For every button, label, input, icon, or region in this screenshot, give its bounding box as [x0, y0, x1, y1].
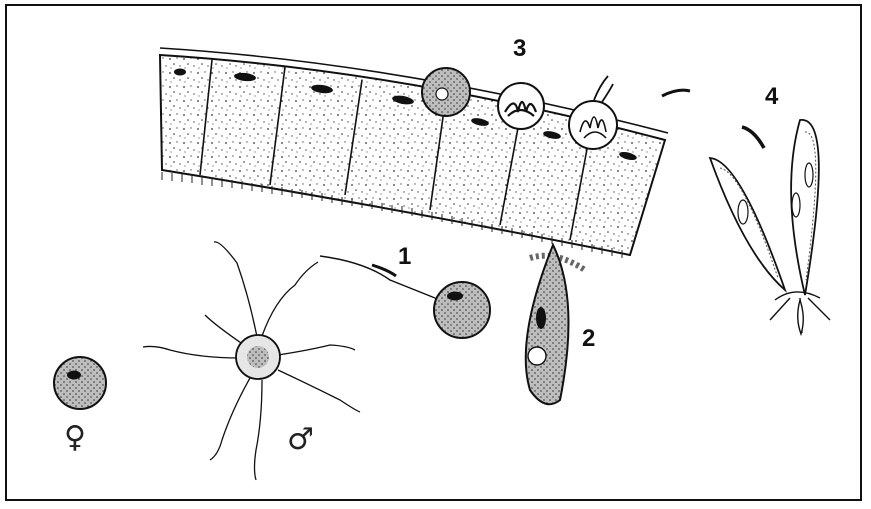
epithelium-layer	[160, 48, 668, 258]
stage-2-label: 2	[582, 327, 595, 351]
stage-4-label: 4	[765, 85, 778, 109]
female-symbol: ♀	[64, 423, 86, 453]
stage-1-label: 1	[398, 245, 411, 269]
male-gamont	[143, 242, 360, 480]
stage-2-trophozoite	[526, 245, 585, 404]
male-symbol: ♂	[287, 425, 314, 455]
female-gamont	[54, 357, 106, 409]
stage-3-label: 3	[513, 37, 526, 61]
stage-4-sporozoites	[662, 90, 830, 334]
